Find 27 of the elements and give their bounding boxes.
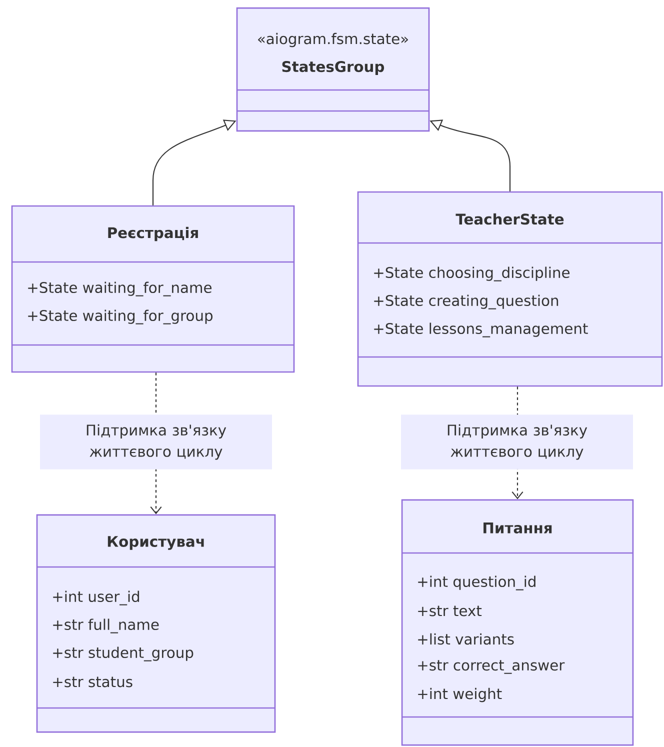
attribute-text: +State waiting_for_name xyxy=(28,282,212,296)
class-name: TeacherState xyxy=(456,213,564,225)
class-box xyxy=(401,499,634,746)
attribute-text: +int weight xyxy=(418,688,502,702)
class-name: Реєстрація xyxy=(108,226,198,242)
attribute-text: +int question_id xyxy=(418,576,536,590)
edge-label: Підтримка зв'язку життєвого циклу xyxy=(401,414,633,470)
attribute-text: +list variants xyxy=(418,633,514,645)
attribute-text: +str text xyxy=(418,606,482,616)
stereotype-label: «aiogram.fsm.state» xyxy=(258,32,408,48)
edge-label: Підтримка зв'язку життєвого циклу xyxy=(40,414,272,470)
attribute-text: +State waiting_for_group xyxy=(28,310,213,324)
attribute-text: +int user_id xyxy=(53,590,140,606)
class-box xyxy=(236,7,430,132)
class-box xyxy=(357,191,663,387)
class-name: Користувач xyxy=(108,536,204,550)
attribute-text: +str student_group xyxy=(53,646,194,662)
attribute-text: +State lessons_management xyxy=(374,322,588,338)
class-name: StatesGroup xyxy=(282,61,384,75)
attribute-text: +State choosing_discipline xyxy=(374,266,570,282)
attribute-text: +State creating_question xyxy=(374,294,558,310)
class-box xyxy=(36,514,276,733)
attribute-text: +str correct_answer xyxy=(418,660,565,674)
class-name: Питання xyxy=(484,522,552,534)
attribute-text: +str status xyxy=(53,676,132,688)
class-box xyxy=(11,205,295,373)
attribute-text: +str full_name xyxy=(53,618,159,634)
